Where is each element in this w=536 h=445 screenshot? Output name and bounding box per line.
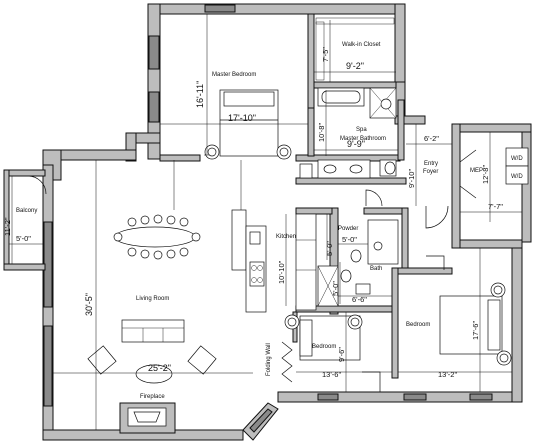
- wd-bottom-label: W/D: [511, 174, 523, 180]
- balcony-height-dim: 11'-2": [3, 217, 12, 236]
- right-bedroom: Bedroom 17'-6" 13'-2": [398, 248, 512, 392]
- living-width-dim: 25'-2": [148, 363, 171, 373]
- entry-foyer: Entry Foyer 6'-2" 9'-10": [365, 124, 452, 229]
- exterior-walls: [3, 3, 532, 441]
- folding-wall-label: Folding Wall: [266, 343, 272, 376]
- mep-label: MEP: [470, 168, 483, 174]
- fireplace-label: Fireplace: [140, 394, 165, 400]
- foyer-label: Foyer: [423, 169, 438, 175]
- master-width-dim: 17'-10": [228, 113, 256, 123]
- living-room: Living Room 30'-5" 25'-2" Fireplace: [53, 160, 253, 430]
- interior-walls: [159, 13, 453, 379]
- spa-label-2: Master Bathroom: [340, 136, 386, 142]
- bedroom-small-label: Bedroom: [312, 344, 336, 350]
- master-bedroom-label: Master Bedroom: [212, 72, 256, 78]
- balcony: Balcony 11'-2" 5'-0": [3, 175, 47, 264]
- kitchen-height-dim: 10'-10": [277, 260, 286, 284]
- powder-width-dim: 5'-0": [342, 235, 357, 244]
- bath-width-dim: 9'-9": [347, 139, 365, 149]
- bath-room: Bath 5'-0" 6'-6": [317, 262, 392, 307]
- walk-in-closet-label: Walk-in Closet: [342, 42, 381, 48]
- balcony-label: Balcony: [16, 208, 37, 214]
- walk-in-closet: Walk-in Closet 7'-5" 9'-2": [314, 17, 396, 82]
- bedroom-right-height-dim: 17'-6": [471, 321, 480, 340]
- bath-small-height-dim: 5'-0": [331, 281, 340, 296]
- closet-height-dim: 7'-5": [321, 47, 330, 62]
- foyer-height-dim: 9'-10": [407, 169, 416, 188]
- spa-master-bathroom: Spa Master Bathroom 10'-8" 9'-9": [299, 87, 398, 179]
- closet-width-dim: 9'-2": [346, 61, 364, 71]
- mep-room: MEP W/D W/D 12'-8" 7'-7": [459, 132, 529, 222]
- small-bedroom: Bedroom 9'-6" 13'-6" Folding Wall: [266, 312, 392, 392]
- master-height-dim: 16'-11": [195, 81, 205, 108]
- spa-label-1: Spa: [356, 127, 367, 133]
- kitchen: Kitchen 10'-10": [231, 209, 317, 313]
- living-room-label: Living Room: [136, 296, 169, 302]
- living-height-dim: 30'-5": [84, 293, 94, 316]
- powder-room: Powder 5'-0" 5'-0": [325, 214, 399, 265]
- foyer-width-dim: 6'-2": [424, 134, 439, 143]
- wd-top-label: W/D: [511, 156, 523, 162]
- bedroom-small-height-dim: 9'-6": [337, 347, 346, 362]
- master-bedroom: Master Bedroom 16'-11" 17'-10": [160, 13, 308, 160]
- balcony-width-dim: 5'-0": [16, 234, 31, 243]
- bedroom-right-label: Bedroom: [406, 322, 430, 328]
- mep-width-dim: 7'-7": [488, 202, 503, 211]
- entry-label: Entry: [424, 161, 438, 167]
- bath-small-width-dim: 6'-6": [352, 295, 367, 304]
- powder-height-dim: 5'-0": [325, 241, 334, 256]
- powder-label: Powder: [338, 226, 358, 232]
- bath-height-dim: 10'-8": [317, 123, 326, 142]
- bath-label: Bath: [370, 266, 382, 272]
- bedroom-small-width-dim: 13'-6": [322, 370, 341, 379]
- bedroom-right-width-dim: 13'-2": [438, 370, 457, 379]
- mep-height-dim: 12'-8": [481, 165, 490, 184]
